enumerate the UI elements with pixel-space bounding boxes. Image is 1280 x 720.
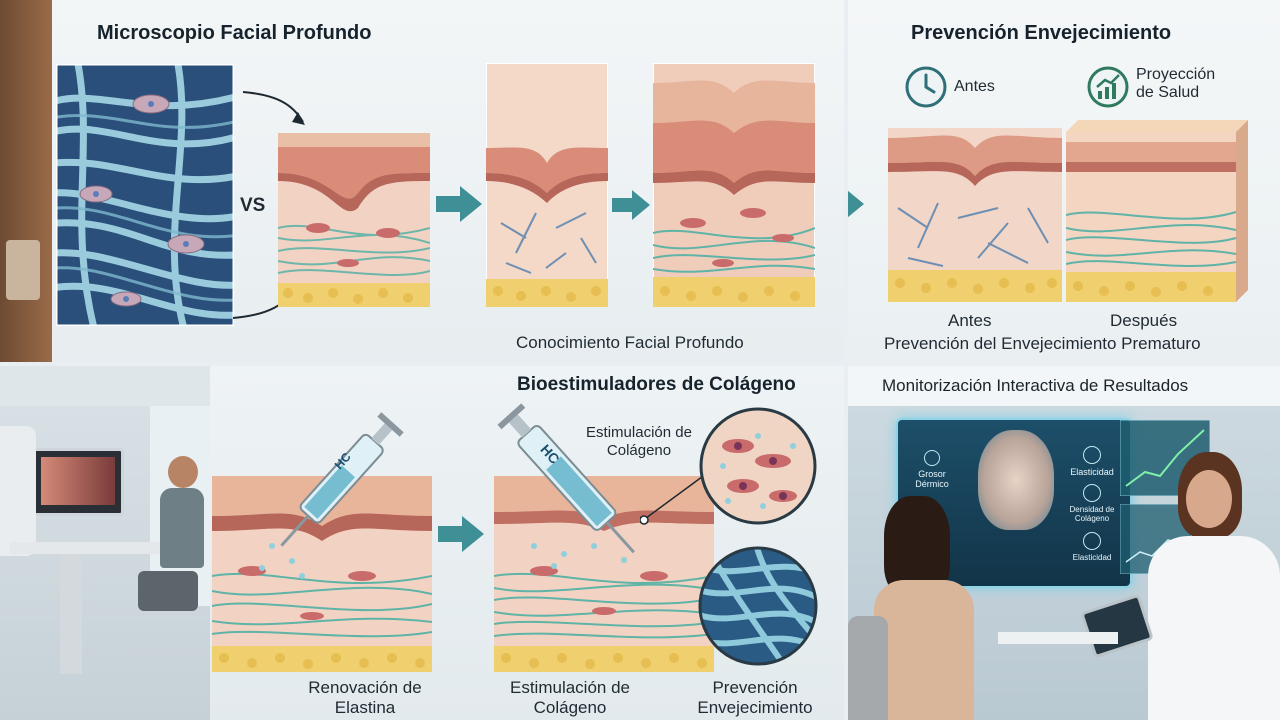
thermometer-icon [924, 450, 940, 466]
progress-arrow-2 [612, 190, 650, 220]
panel-deep-facial-microscope: Microscopio Facial Profundo [0, 0, 844, 362]
clock-icon [905, 66, 947, 108]
label-collagen-stimulation: Estimulación de Colágeno [509, 678, 630, 717]
skin-cross-section-young [278, 133, 430, 307]
metric-elasticity-top: Elasticidad [1062, 446, 1122, 477]
patient-hair [884, 496, 950, 596]
clinic-ceiling [0, 366, 210, 406]
panel-title: Monitorización Interactiva de Resultados [882, 376, 1189, 395]
skin-cross-section-aging [486, 63, 608, 307]
collagen-icon [1083, 484, 1101, 502]
progress-arrow-3 [848, 190, 864, 218]
legend-projection: Proyección de Salud [1136, 66, 1216, 101]
metric-elasticity-bottom: Elasticidad [1062, 532, 1122, 562]
panel-title: Prevención Envejecimiento [911, 22, 1172, 44]
metric-collagen-density: Densidad de Colágeno [1062, 484, 1122, 523]
elasticity-icon-2 [1083, 532, 1101, 550]
diagnostic-machine [0, 426, 36, 556]
doctor-coat [1148, 536, 1280, 720]
collagen-fibers-microscope [56, 64, 234, 326]
progress-arrow-1 [436, 186, 482, 222]
vs-label: VS [240, 195, 266, 216]
skin-block-before [888, 128, 1062, 302]
label-aging-prevention: Prevención Envejecimiento [697, 678, 813, 717]
wood-wall [0, 0, 52, 362]
technician-chair [138, 571, 198, 611]
progress-arrow-4 [438, 516, 484, 552]
syringe-1 [280, 412, 404, 547]
title-bar [848, 366, 1280, 406]
desk-stand [60, 554, 82, 674]
label-after: Después [1110, 311, 1178, 330]
skin-block-after [1066, 120, 1248, 302]
tablet [1080, 593, 1154, 659]
elasticity-icon [1083, 446, 1101, 464]
panel-caption: Prevención del Envejecimiento Prematuro [884, 334, 1201, 353]
technician-head [168, 456, 198, 488]
label-elastin-renewal: Renovación de Elastina [308, 678, 422, 717]
doctor-head [1186, 470, 1232, 528]
diagnostic-monitor [32, 448, 124, 516]
face-scan [978, 430, 1054, 530]
section-title: Bioestimuladores de Colágeno [517, 374, 796, 395]
shelf-decor [6, 240, 40, 300]
panel-interactive-monitoring: Monitorización Interactiva de Resultados… [848, 366, 1280, 720]
patient-body [874, 580, 974, 720]
panel-title: Microscopio Facial Profundo [97, 22, 372, 44]
metric-dermal-thickness: Grosor Dérmico [902, 450, 962, 489]
zoom-fibroblast-circle [699, 407, 817, 525]
panel-aging-prevention: Prevención Envejecimiento Antes Proyecci… [848, 0, 1280, 362]
growth-chart-icon [1087, 66, 1129, 108]
clinic-desk [10, 542, 160, 554]
label-before: Antes [948, 311, 992, 330]
side-table [998, 632, 1118, 644]
legend-before: Antes [954, 78, 995, 95]
callout-collagen-stimulation: Estimulación de Colágeno [586, 424, 692, 459]
panel-caption: Conocimiento Facial Profundo [516, 333, 744, 352]
zoom-collagen-fibers-circle [698, 546, 818, 666]
technician-body [160, 488, 204, 568]
skin-injection-collagen [494, 476, 714, 672]
patient-chair [848, 616, 888, 720]
panel-collagen-biostimulators: Bioestimuladores de Colágeno HC [0, 366, 844, 720]
syringe-2 [497, 403, 635, 554]
skin-cross-section-renewed [653, 63, 815, 307]
